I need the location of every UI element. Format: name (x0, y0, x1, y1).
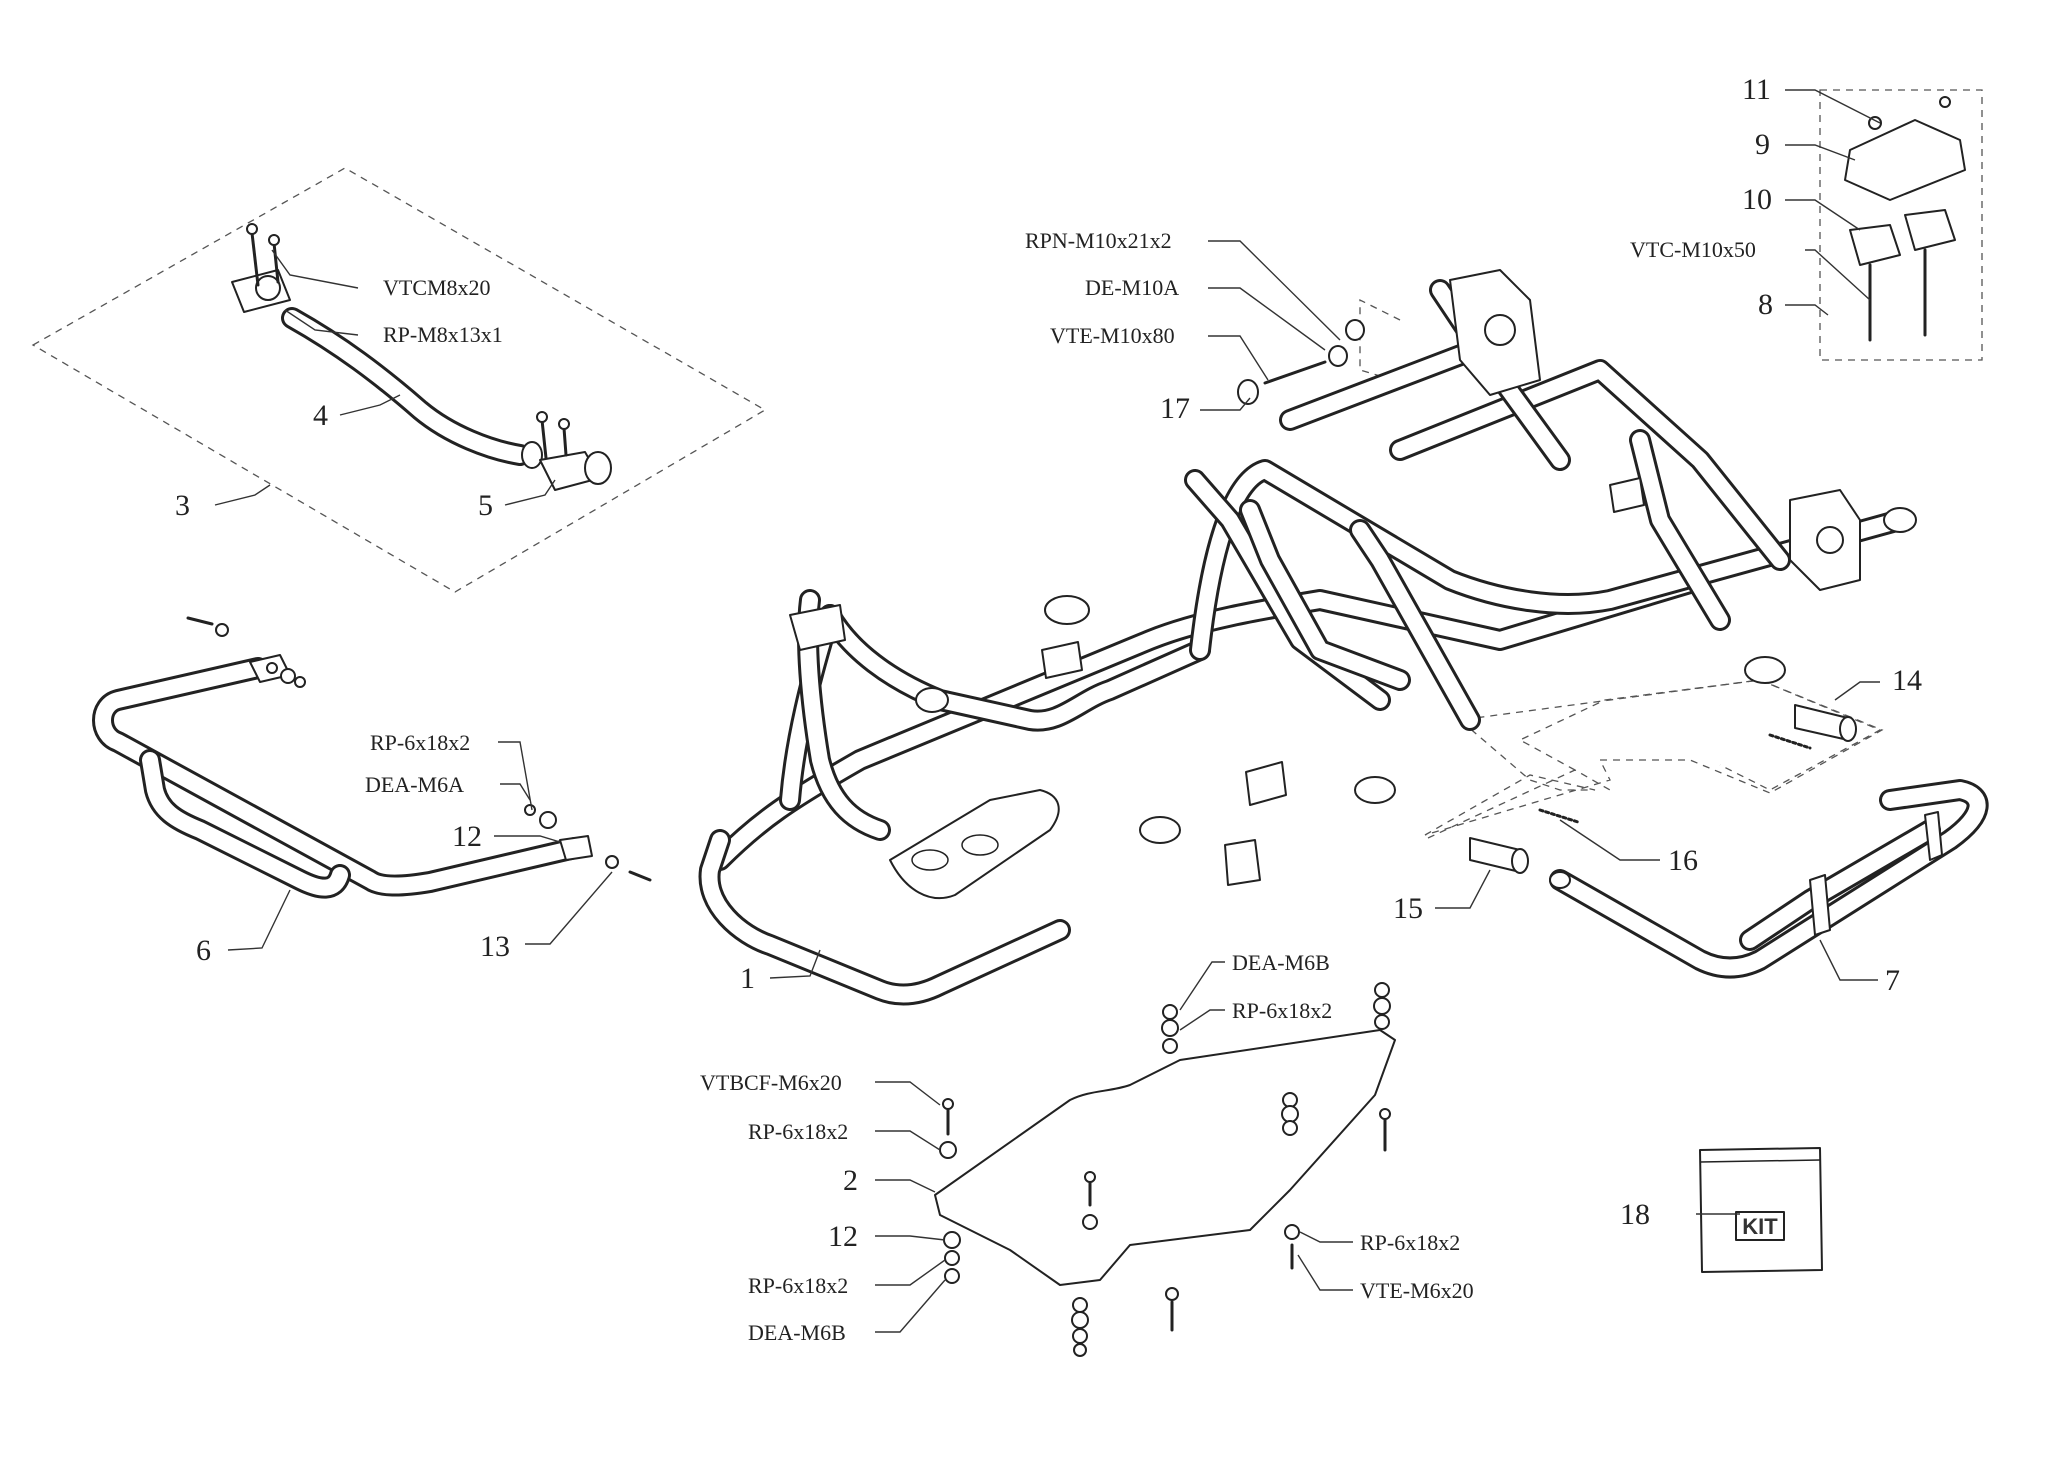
label-rp-m8x13x1: RP-M8x13x1 (383, 322, 503, 347)
callout-3: 3 (175, 489, 190, 522)
callout-11: 11 (1742, 73, 1771, 106)
bushings-and-springs (1469, 704, 1857, 874)
label-de-m10a: DE-M10A (1085, 275, 1179, 300)
callout-15: 15 (1393, 892, 1423, 925)
callout-13: 13 (480, 930, 510, 963)
callout-7: 7 (1885, 964, 1900, 997)
steering-support-assembly (231, 223, 612, 491)
pivot-bolt (1237, 319, 1365, 405)
callout-4: 4 (313, 399, 328, 432)
callout-14: 14 (1892, 664, 1922, 697)
label-rp-6x18x2-top: RP-6x18x2 (1232, 998, 1332, 1023)
callout-8: 8 (1758, 288, 1773, 321)
label-vtbcf-m6x20: VTBCF-M6x20 (700, 1070, 842, 1095)
callout-12-lower: 12 (828, 1220, 858, 1253)
label-vtcm8x20: VTCM8x20 (383, 275, 491, 300)
label-dea-m6b-bottom: DEA-M6B (748, 1320, 846, 1345)
callout-16: 16 (1668, 844, 1698, 877)
callout-5: 5 (478, 489, 493, 522)
labels: 11 9 10 VTC-M10x50 8 RPN-M10x21x2 DE-M10… (175, 73, 1922, 1345)
label-rp-6x18x2-c: RP-6x18x2 (748, 1273, 848, 1298)
callout-18: 18 (1620, 1198, 1650, 1231)
callout-2: 2 (843, 1164, 858, 1197)
label-rp-6x18x2-b: RP-6x18x2 (748, 1119, 848, 1144)
callout-1: 1 (740, 962, 755, 995)
kit-bag-icon: KIT (1699, 1147, 1823, 1273)
group-box-column-mount (1819, 89, 1983, 361)
label-dea-m6a: DEA-M6A (365, 772, 464, 797)
label-rp-6x18x2-right: RP-6x18x2 (1360, 1230, 1460, 1255)
callout-17: 17 (1160, 392, 1190, 425)
label-rpn-m10x21x2: RPN-M10x21x2 (1025, 228, 1172, 253)
label-vte-m10x80: VTE-M10x80 (1050, 323, 1175, 348)
label-vte-m6x20: VTE-M6x20 (1360, 1278, 1474, 1303)
group-box-steering-support (31, 167, 767, 593)
rear-bumper (1549, 779, 1989, 979)
floor-pan-fasteners (939, 982, 1391, 1357)
label-rp-6x18x2-a: RP-6x18x2 (370, 730, 470, 755)
label-dea-m6b-top: DEA-M6B (1232, 950, 1330, 975)
column-mount (1844, 96, 1966, 342)
callout-12-upper: 12 (452, 820, 482, 853)
callout-9: 9 (1755, 128, 1770, 161)
callout-10: 10 (1742, 183, 1772, 216)
group-box-bushings (1424, 679, 1884, 836)
floor-pan (934, 982, 1396, 1357)
leader-lines (214, 89, 1881, 1333)
chassis-frame (698, 269, 1917, 1006)
label-vtc-m10x50: VTC-M10x50 (1630, 237, 1756, 262)
kit-badge: KIT (1742, 1214, 1778, 1239)
callout-6: 6 (196, 934, 211, 967)
front-bumper (92, 616, 652, 899)
